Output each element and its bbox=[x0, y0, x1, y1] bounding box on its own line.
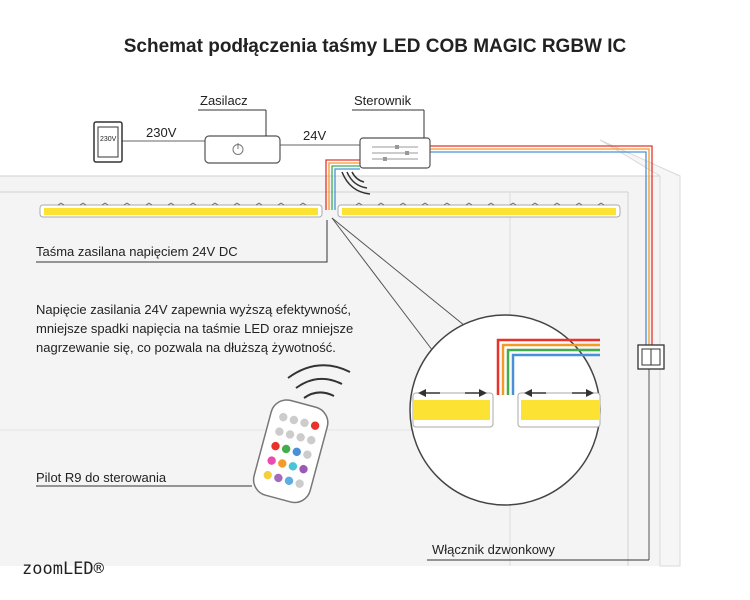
wire-bundle-down bbox=[325, 159, 360, 210]
wire-bundle-switch bbox=[430, 145, 653, 345]
remote-button bbox=[275, 427, 284, 436]
strip-tick bbox=[465, 202, 473, 206]
remote-button bbox=[300, 418, 309, 428]
power-supply bbox=[204, 135, 281, 164]
strip-tick bbox=[355, 202, 363, 206]
remote-button bbox=[292, 447, 301, 457]
remote-button bbox=[281, 444, 291, 454]
remote-button bbox=[289, 415, 299, 425]
strip-tick bbox=[299, 202, 307, 206]
description: Napięcie zasilania 24V zapewnia wyższą e… bbox=[36, 300, 426, 357]
remote-button bbox=[267, 456, 276, 465]
remote-signal-icon bbox=[287, 364, 351, 399]
description-line: mniejsze spadki napięcia na taśmie LED o… bbox=[36, 321, 354, 336]
remote-button bbox=[263, 470, 272, 480]
strip-tick bbox=[211, 202, 219, 206]
label-power-supply: Zasilacz bbox=[200, 93, 248, 108]
remote-button bbox=[274, 473, 283, 483]
label-controller: Sterownik bbox=[354, 93, 412, 108]
strip-tick bbox=[531, 202, 539, 206]
strip-tick bbox=[553, 202, 561, 206]
remote-button bbox=[307, 435, 316, 445]
remote-button bbox=[295, 479, 304, 488]
strip-tick bbox=[167, 202, 175, 206]
label-remote: Pilot R9 do sterowania bbox=[36, 470, 167, 485]
strip-tick bbox=[487, 202, 495, 206]
wireless-signal-icon bbox=[341, 171, 371, 195]
remote-button bbox=[279, 412, 288, 422]
label-strip: Taśma zasilana napięciem 24V DC bbox=[36, 244, 238, 259]
strip-tick bbox=[101, 202, 109, 206]
strip-tick bbox=[421, 202, 429, 206]
strip-tick bbox=[509, 202, 517, 206]
strip-tick bbox=[377, 202, 385, 206]
leader-strip bbox=[36, 220, 328, 263]
strip-tick bbox=[57, 202, 65, 206]
magnifier-icon bbox=[331, 217, 601, 506]
description-line: nagrzewanie się, co pozwala na dłuższą ż… bbox=[36, 340, 336, 355]
remote-button bbox=[278, 459, 287, 468]
remote-button bbox=[288, 462, 298, 471]
strip-tick bbox=[575, 202, 583, 206]
socket-icon bbox=[93, 121, 123, 163]
side-wall bbox=[599, 139, 681, 567]
remote-button bbox=[271, 441, 280, 451]
led-strip bbox=[39, 204, 621, 218]
remote-control-icon bbox=[252, 399, 329, 504]
remote-button bbox=[310, 421, 320, 430]
bell-switch-icon bbox=[637, 344, 665, 370]
strip-tick bbox=[233, 202, 241, 206]
strip-tick bbox=[123, 202, 131, 206]
description-line: Napięcie zasilania 24V zapewnia wyższą e… bbox=[36, 302, 352, 317]
strip-tick bbox=[597, 202, 605, 206]
strip-tick bbox=[189, 202, 197, 206]
page-title: Schemat podłączenia taśmy LED COB MAGIC … bbox=[123, 36, 627, 57]
strip-tick bbox=[443, 202, 451, 206]
remote-button bbox=[285, 430, 295, 439]
remote-button bbox=[284, 476, 294, 485]
strip-cut-marks bbox=[57, 202, 605, 206]
label-230v: 230V bbox=[146, 125, 177, 140]
strip-tick bbox=[277, 202, 285, 206]
label-switch: Włącznik dzwonkowy bbox=[432, 542, 555, 557]
strip-tick bbox=[79, 202, 87, 206]
label-24v: 24V bbox=[303, 128, 327, 143]
strip-tick bbox=[399, 202, 407, 206]
remote-button bbox=[296, 433, 305, 442]
remote-button bbox=[303, 450, 312, 459]
controller-box bbox=[359, 137, 431, 169]
socket-label: 230V bbox=[100, 136, 117, 143]
strip-tick bbox=[145, 202, 153, 206]
remote-button bbox=[299, 464, 308, 474]
strip-tick bbox=[255, 202, 263, 206]
brand-logo: zoomLED® bbox=[22, 559, 104, 579]
